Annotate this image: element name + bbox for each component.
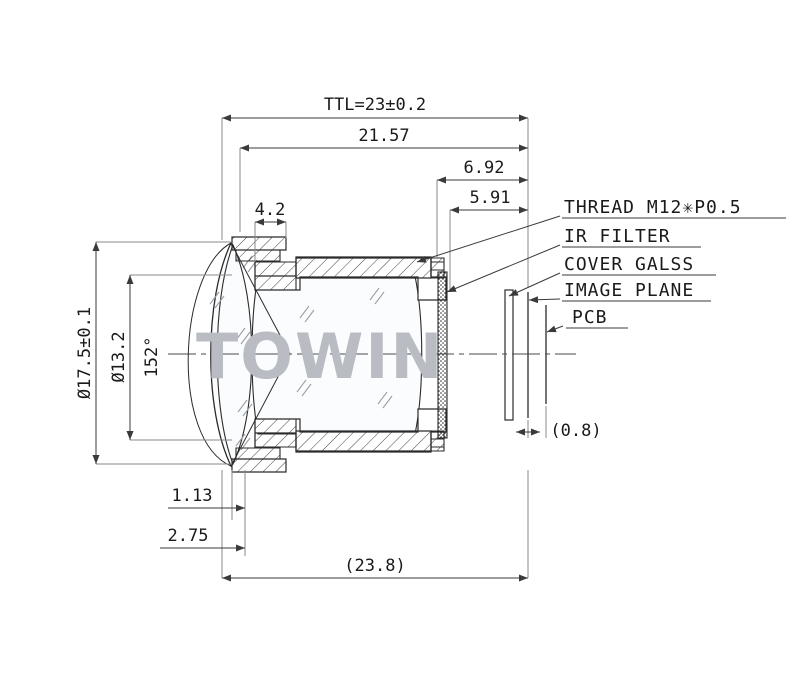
front-seat-upper: [235, 249, 281, 262]
dimension-clear-aperture-value: Ø13.2: [109, 331, 129, 382]
bottom-dimension-group: 1.13 2.75 (23.8) (0.8): [160, 406, 602, 582]
dimension-overall-optical: 21.57: [240, 126, 528, 152]
barrel-upper-half: [231, 236, 447, 301]
leader-cover-glass: [508, 272, 561, 297]
dimension-front-vertex-b: 2.75: [160, 526, 245, 552]
callout-label-ir-filter: IR FILTER: [564, 226, 671, 247]
callout-label-cover-glass: COVER GALSS: [564, 254, 694, 275]
left-dimension-group: Ø17.5±0.1 Ø13.2 152°: [75, 241, 232, 465]
fov-ray-lower: [230, 353, 291, 467]
front-seat-lower: [235, 447, 281, 460]
dimension-flange-back: 5.91: [450, 188, 528, 214]
fov-arc: [187, 242, 232, 467]
dimension-flange-back-value: 5.91: [470, 188, 511, 208]
front-retaining-ring-upper: [231, 236, 287, 251]
fov-ray-upper: [230, 242, 291, 355]
dimension-front-vertex-a: 1.13: [168, 486, 245, 512]
dimension-pcb-gap-value: (0.8): [550, 421, 601, 441]
barrel-shoulder-lower-hatch: [254, 418, 297, 448]
front-retaining-ring-lower: [231, 458, 287, 473]
cover-glass-plate: [504, 289, 514, 421]
ir-filter-plate: [437, 271, 448, 439]
top-dimension-group: TTL=23±0.2 21.57 6.92 5.91 4.2: [221, 95, 529, 292]
glass-sparkle-marks: [209, 255, 393, 451]
dimension-thread-to-sensor-value: 6.92: [464, 158, 505, 178]
dimension-ttl: TTL=23±0.2: [222, 95, 528, 122]
barrel-wall-lower-hatch: [295, 430, 432, 452]
dimension-total-reference-value: (23.8): [344, 556, 405, 576]
dimension-total-reference: (23.8): [222, 556, 528, 582]
leader-image-plane: [528, 296, 561, 304]
watermark-text: TOWIN: [196, 320, 444, 393]
leader-pcb: [546, 325, 564, 333]
field-of-view-construction: [187, 242, 291, 467]
callout-label-pcb: PCB: [572, 307, 608, 328]
thread-relief-marks: [417, 261, 444, 448]
dimension-front-vertex-a-value: 1.13: [172, 486, 213, 506]
dimension-outer-diameter-value: Ø17.5±0.1: [75, 307, 95, 399]
callout-label-thread: THREAD M12✳P0.5: [564, 197, 742, 218]
barrel-shoulder-upper-hatch: [254, 261, 297, 291]
dimension-overall-optical-value: 21.57: [358, 126, 409, 146]
dimension-thread-to-sensor: 6.92: [437, 158, 528, 184]
barrel-wall-upper-hatch: [295, 257, 432, 279]
dimension-front-ring: 4.2: [255, 200, 286, 226]
leader-ir-filter: [446, 244, 561, 293]
dimension-field-of-view-value: 152°: [142, 337, 162, 378]
leader-thread: [416, 215, 561, 263]
dimension-pcb-gap: (0.8): [516, 406, 602, 441]
dimension-front-vertex-b-value: 2.75: [168, 526, 209, 546]
dimension-front-ring-value: 4.2: [255, 200, 286, 220]
dimension-clear-aperture: Ø13.2: [109, 275, 134, 440]
dimension-outer-diameter: Ø17.5±0.1: [75, 242, 100, 464]
callout-group: THREAD M12✳P0.5 IR FILTER COVER GALSS IM…: [416, 197, 786, 333]
callout-label-image-plane: IMAGE PLANE: [564, 280, 694, 301]
dimension-ttl-value: TTL=23±0.2: [324, 95, 426, 115]
